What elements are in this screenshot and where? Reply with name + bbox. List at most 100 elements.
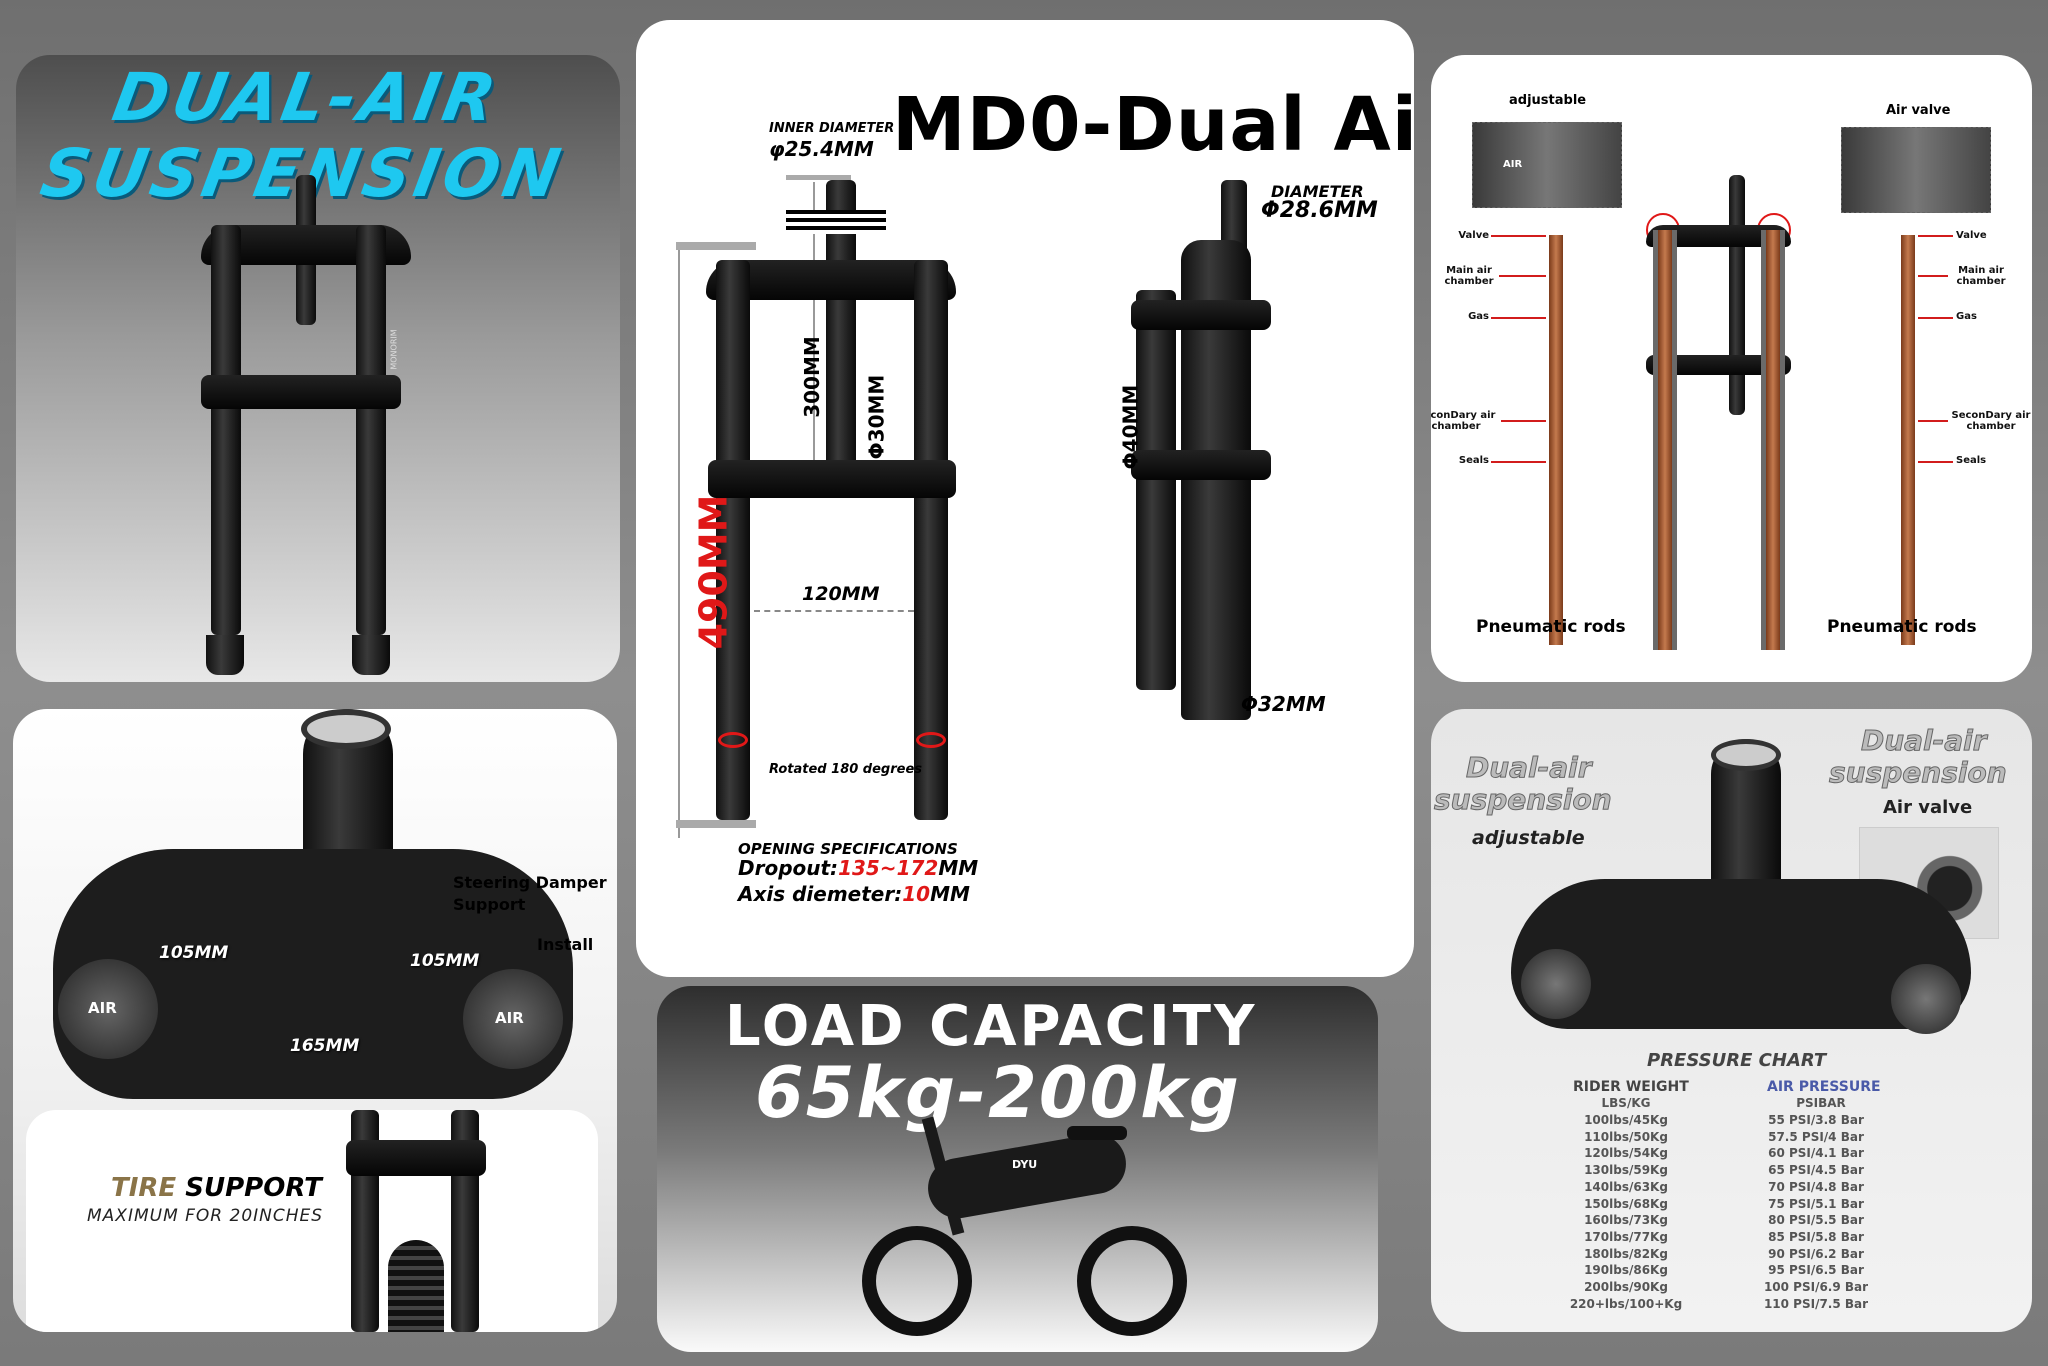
cap-text: AIR — [1503, 159, 1523, 170]
col-rider-weight-unit: LBS/KG — [1601, 1096, 1651, 1110]
label-seals-right: Seals — [1956, 455, 1987, 466]
dropout-label: Dropout: — [738, 856, 839, 880]
cap-text: AIR — [495, 1009, 524, 1027]
air-valve-photo — [1841, 127, 1991, 213]
axis-label: Axis diemeter: — [738, 882, 903, 906]
air-pressure-cell: 85 PSI/5.8 Bar — [1768, 1229, 1864, 1244]
col-air-pressure-header: AIR PRESSURE — [1767, 1079, 1881, 1095]
width-dimension: 120MM — [802, 583, 880, 605]
rider-weight-cell: 160lbs/73Kg — [1584, 1213, 1668, 1228]
air-pressure-cell: 57.5 PSI/4 Bar — [1768, 1129, 1864, 1144]
right-sub: Air valve — [1883, 797, 1973, 818]
pneumatic-rods-right-caption: Pneumatic rods — [1827, 617, 1977, 637]
cap-text: AIR — [88, 999, 117, 1017]
air-cap-left: AIR — [58, 959, 158, 1059]
dim-165: 165MM — [290, 1036, 360, 1056]
adjustable-label: adjustable — [1509, 93, 1587, 108]
pressure-table: 100lbs/45Kg 55 PSI/3.8 Bar 110lbs/50Kg 57.5… — [1551, 1112, 1901, 1312]
opening-specs-title: OPENING SPECIFICATIONS — [738, 840, 958, 858]
bike-brand: DYU — [1012, 1158, 1038, 1171]
panel-crown: AIR AIR Steering Damper Support Install … — [13, 709, 617, 1332]
label-seals-left: Seals — [1458, 455, 1489, 466]
pressure-row: 220+lbs/100+Kg 110 PSI/7.5 Bar — [1551, 1296, 1901, 1313]
axis-value: 10 — [902, 882, 931, 906]
support-word: SUPPORT — [185, 1173, 322, 1203]
pressure-row: 180lbs/82Kg 90 PSI/6.2 Bar — [1551, 1246, 1901, 1263]
dropout-spec: Dropout:135~172MM — [738, 856, 978, 880]
install-label: Install — [537, 935, 594, 954]
air-pressure-cell: 110 PSI/7.5 Bar — [1763, 1296, 1869, 1311]
rider-weight-cell: 110lbs/50Kg — [1584, 1129, 1668, 1144]
inner-diameter-label: INNER DIAMETER — [769, 121, 895, 136]
air-pressure-cell: 60 PSI/4.1 Bar — [1768, 1146, 1864, 1161]
rider-weight-cell: 120lbs/54Kg — [1584, 1146, 1668, 1161]
adjustable-cap-photo: AIR — [1472, 122, 1622, 208]
panel-dimensions: MD0-Dual Air INNER DIAMETER φ25.4MM DIAM… — [636, 20, 1414, 977]
pressure-row: 130lbs/59Kg 65 PSI/4.5 Bar — [1551, 1162, 1901, 1179]
rider-weight-cell: 130lbs/59Kg — [1584, 1163, 1668, 1178]
headline-dual-air: DUAL-AIR — [107, 59, 506, 136]
rider-weight-cell: 180lbs/82Kg — [1584, 1246, 1668, 1261]
length-dimension: 490MM — [691, 494, 736, 650]
rider-weight-cell: 140lbs/63Kg — [1584, 1179, 1668, 1194]
pressure-row: 120lbs/54Kg 60 PSI/4.1 Bar — [1551, 1145, 1901, 1162]
left-sub: adjustable — [1472, 827, 1585, 849]
left-title-1: Dual-air — [1466, 751, 1593, 785]
axis-unit: MM — [930, 882, 970, 906]
air-pressure-cell: 90 PSI/6.2 Bar — [1768, 1246, 1864, 1261]
tire-image — [388, 1240, 444, 1332]
tire-support-sub: MAXIMUM FOR 20INCHES — [87, 1206, 324, 1226]
rider-weight-cell: 100lbs/45Kg — [1584, 1113, 1668, 1127]
rider-weight-cell: 220+lbs/100+Kg — [1569, 1296, 1683, 1311]
steerer-length: 300MM — [799, 336, 824, 418]
panel-internals: adjustable Air valve AIR Valve Main air … — [1431, 55, 2032, 682]
pressure-row: 110lbs/50Kg 57.5 PSI/4 Bar — [1551, 1129, 1901, 1146]
pneumatic-rods-left-caption: Pneumatic rods — [1476, 617, 1626, 637]
diameter-label: DIAMETER — [1271, 182, 1364, 201]
air-pressure-cell: 65 PSI/4.5 Bar — [1768, 1163, 1864, 1178]
col-rider-weight-header: RIDER WEIGHT — [1573, 1079, 1689, 1095]
air-valve-label: Air valve — [1886, 103, 1951, 118]
pressure-row: 100lbs/45Kg 55 PSI/3.8 Bar — [1551, 1112, 1901, 1129]
load-capacity-title: LOAD CAPACITY — [725, 994, 1258, 1059]
air-pressure-cell: 55 PSI/3.8 Bar — [1768, 1113, 1864, 1127]
left-title-2: suspension — [1434, 783, 1613, 817]
panel-load-capacity: LOAD CAPACITY 65kg-200kg DYU — [657, 986, 1378, 1352]
label-valve-right: Valve — [1956, 230, 1987, 241]
dropout-value: 135~172 — [838, 856, 939, 880]
air-pressure-cell: 75 PSI/5.1 Bar — [1768, 1196, 1864, 1211]
diameter-value: Φ28.6MM — [1261, 198, 1378, 223]
label-main-air-right: Main air chamber — [1956, 265, 2006, 287]
panel-pressure-chart: Dual-air suspension adjustable Dual-air … — [1431, 709, 2032, 1332]
dropout-unit: MM — [938, 856, 979, 880]
pressure-chart-title: PRESSURE CHART — [1647, 1050, 1827, 1071]
air-pressure-cell: 95 PSI/6.5 Bar — [1768, 1263, 1864, 1278]
pneumatic-rod-right — [1901, 235, 1915, 645]
label-valve-left: Valve — [1458, 230, 1489, 241]
tube-40-dimension: Φ40MM — [1118, 384, 1143, 470]
air-pressure-cell: 100 PSI/6.9 Bar — [1763, 1280, 1869, 1295]
rider-weight-cell: 170lbs/77Kg — [1584, 1229, 1668, 1244]
tire-support-card: TIRE SUPPORT MAXIMUM FOR 20INCHES — [26, 1110, 598, 1332]
tire-word: TIRE — [111, 1173, 177, 1203]
pressure-row: 140lbs/63Kg 70 PSI/4.8 Bar — [1551, 1179, 1901, 1196]
tire-support-heading: TIRE SUPPORT — [111, 1173, 322, 1203]
pneumatic-rod-left — [1549, 235, 1563, 645]
axis-spec: Axis diemeter:10MM — [738, 882, 970, 906]
right-title-1: Dual-air — [1861, 724, 1988, 758]
rotated-note: Rotated 180 degrees — [769, 762, 923, 777]
air-pressure-cell: 70 PSI/4.8 Bar — [1768, 1179, 1864, 1194]
brand-mark: MONORIM — [389, 329, 399, 370]
label-gas-left: Gas — [1468, 311, 1489, 322]
steering-damper-label: Steering Damper Support — [453, 873, 607, 914]
label-gas-right: Gas — [1956, 311, 1977, 322]
label-secondary-left: SeconDary air chamber — [1431, 410, 1496, 432]
label-main-air-left: Main air chamber — [1444, 265, 1494, 287]
dim-105-left: 105MM — [159, 943, 229, 963]
right-title-2: suspension — [1829, 756, 2008, 790]
dim-105-right: 105MM — [410, 951, 480, 971]
